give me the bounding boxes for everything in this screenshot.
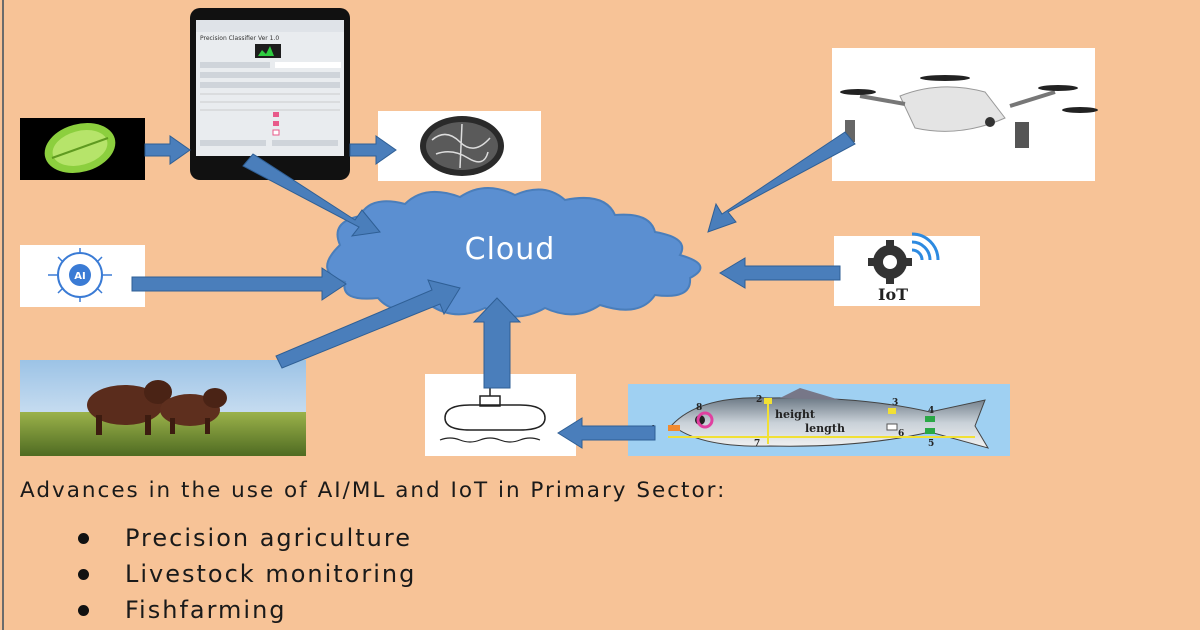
- arrow-drone-to-cloud: [707, 131, 856, 233]
- fish-length-label: length: [805, 422, 845, 435]
- list-item: Livestock monitoring: [70, 556, 416, 592]
- arrow-cattle-to-cloud: [275, 279, 461, 369]
- bullet-icon: [78, 568, 89, 580]
- fish-point-2: 2: [756, 395, 762, 405]
- submarine-image: [425, 374, 576, 456]
- iot-label: IoT: [878, 285, 909, 304]
- ai-chip-image: AI: [20, 245, 145, 307]
- arrows: [131, 131, 856, 449]
- leaf-image: [20, 118, 145, 180]
- left-border: [2, 0, 4, 630]
- arrow-submarine-to-cloud: [472, 297, 522, 389]
- fish-point-4: 4: [928, 406, 934, 416]
- list-item: Fishfarming: [70, 592, 416, 628]
- bullet-icon: [78, 532, 89, 544]
- section-heading: Advances in the use of AI/ML and IoT in …: [20, 478, 727, 503]
- phone-app-image: Precision Classifier Ver 1.0: [190, 8, 350, 180]
- bullet-precision-agriculture: Precision agriculture: [125, 524, 412, 552]
- phone-app-title: Precision Classifier Ver 1.0: [200, 35, 279, 42]
- bullet-fishfarming: Fishfarming: [125, 596, 287, 624]
- arrow-leaf-to-phone: [144, 135, 191, 165]
- fish-point-8: 8: [696, 403, 702, 413]
- fish-height-label: height: [775, 408, 816, 421]
- drone-image: [832, 48, 1098, 181]
- arrow-phone-to-cloud: [242, 153, 381, 237]
- list-item: Precision agriculture: [70, 520, 416, 556]
- cloud-label: Cloud: [464, 232, 556, 267]
- fish-point-7: 7: [754, 439, 760, 449]
- arrow-fish-to-submarine: [557, 417, 656, 449]
- arrow-ai-to-cloud: [131, 267, 347, 301]
- bullet-icon: [78, 604, 89, 616]
- bullet-list: Precision agriculture Livestock monitori…: [70, 520, 416, 628]
- fish-point-3: 3: [892, 398, 898, 408]
- arrow-iot-to-cloud: [719, 257, 841, 289]
- bullet-livestock-monitoring: Livestock monitoring: [125, 560, 417, 588]
- fish-point-6: 6: [898, 429, 904, 439]
- fish-point-5: 5: [928, 439, 934, 449]
- arrow-phone-to-scan: [349, 135, 397, 165]
- ai-label: AI: [74, 271, 85, 282]
- fish-measurement-image: height length 1 2 3 4 5 6 7 8: [628, 384, 1010, 456]
- segmented-leaf-image: [378, 111, 541, 181]
- cattle-image: [20, 360, 306, 456]
- iot-image: [834, 232, 980, 306]
